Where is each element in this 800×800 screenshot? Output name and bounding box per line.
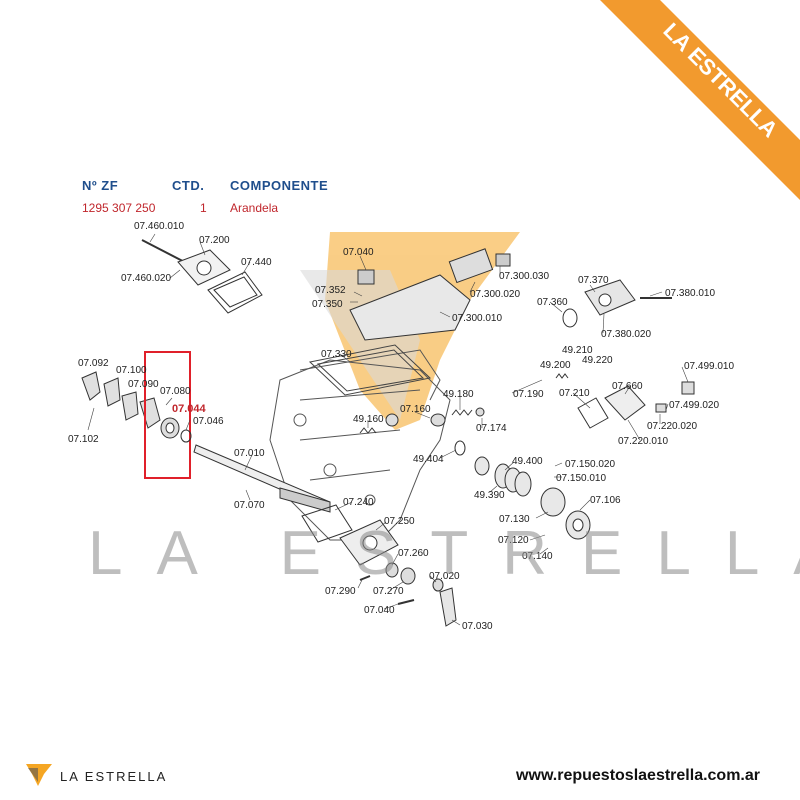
label-07102: 07.102: [68, 434, 99, 445]
part-labels: 07.460.010 07.200 07.460.020 07.440 07.0…: [68, 221, 734, 632]
valve-body-07370: [584, 279, 636, 316]
label-07160: 07.160: [400, 404, 431, 415]
label-07352: 07.352: [315, 285, 346, 296]
label-07350: 07.350: [312, 299, 343, 310]
label-07220010: 07.220.010: [618, 436, 668, 447]
label-49390: 49.390: [474, 490, 505, 501]
shift-block: [349, 248, 511, 341]
label-07070: 07.070: [234, 500, 265, 511]
bearings: [385, 562, 444, 592]
label-07080: 07.080: [160, 386, 191, 397]
main-shaft: [193, 444, 331, 513]
label-07090: 07.090: [128, 379, 159, 390]
label-07460020: 07.460.020: [121, 273, 171, 284]
label-07330: 07.330: [321, 349, 352, 360]
label-07140: 07.140: [522, 551, 553, 562]
label-07270: 07.270: [373, 586, 404, 597]
label-49220: 49.220: [582, 355, 613, 366]
label-49180: 49.180: [443, 389, 474, 400]
label-07044-highlight: 07.044: [172, 403, 207, 415]
label-07120: 07.120: [498, 535, 529, 546]
leader-lines: [87, 233, 689, 626]
label-07174: 07.174: [476, 423, 507, 434]
label-49210: 49.210: [562, 345, 593, 356]
label-07300030: 07.300.030: [499, 271, 549, 282]
label-07300010: 07.300.010: [452, 313, 502, 324]
label-07290: 07.290: [325, 586, 356, 597]
label-07240: 07.240: [343, 497, 374, 508]
brand-watermark: LA ESTRELLA: [88, 519, 800, 588]
gasket-07440: [207, 271, 263, 314]
footer-website-link[interactable]: www.repuestoslaestrella.com.ar: [516, 767, 760, 784]
label-07360: 07.360: [537, 297, 568, 308]
label-07200: 07.200: [199, 235, 230, 246]
label-07440: 07.440: [241, 257, 272, 268]
label-07250: 07.250: [384, 516, 415, 527]
label-07106: 07.106: [590, 495, 621, 506]
label-07380010: 07.380.010: [665, 288, 715, 299]
transmission-housing: [269, 349, 451, 541]
bottom-cover: [301, 504, 399, 566]
label-07300020: 07.300.020: [470, 289, 520, 300]
cover-07220: [577, 385, 646, 429]
springs: [359, 373, 569, 434]
lever-07030: [439, 587, 457, 627]
clutch-disc-stack: [474, 456, 591, 540]
footer-brand: LA ESTRELLA: [60, 769, 168, 784]
label-07100: 07.100: [116, 365, 147, 376]
label-07260: 07.260: [398, 548, 429, 559]
component-value: Arandela: [230, 201, 279, 215]
part-number-value: 1295 307 250: [82, 201, 156, 215]
label-07020: 07.020: [429, 571, 460, 582]
header-quantity-label: CTD.: [172, 178, 205, 193]
label-07499010: 07.499.010: [684, 361, 734, 372]
cover-gasket: [308, 344, 432, 396]
label-49404: 49.404: [413, 454, 444, 465]
bolt-07040: [397, 599, 415, 605]
label-49200: 49.200: [540, 360, 571, 371]
header-component-label: COMPONENTE: [230, 178, 329, 193]
label-07370: 07.370: [578, 275, 609, 286]
pistons: [385, 407, 485, 427]
bolt-07290: [359, 575, 371, 581]
label-07460010: 07.460.010: [134, 221, 184, 232]
label-07380020: 07.380.020: [601, 329, 651, 340]
label-07210: 07.210: [559, 388, 590, 399]
label-07499020: 07.499.020: [669, 400, 719, 411]
label-07150020: 07.150.020: [565, 459, 615, 470]
washer-07044: [160, 417, 180, 439]
label-07190: 07.190: [513, 389, 544, 400]
ring-49404: [454, 440, 466, 456]
label-49160: 49.160: [353, 414, 384, 425]
highlight-box: [144, 351, 191, 479]
header-part-number-label: Nº ZF: [82, 178, 119, 193]
label-07046: 07.046: [193, 416, 224, 427]
label-07220020: 07.220.020: [647, 421, 697, 432]
o-ring-07360: [562, 308, 578, 328]
label-07030: 07.030: [462, 621, 493, 632]
label-07040-bottom: 07.040: [364, 605, 395, 616]
label-07010: 07.010: [234, 448, 265, 459]
label-07130: 07.130: [499, 514, 530, 525]
label-07150010: 07.150.010: [556, 473, 606, 484]
label-07660: 07.660: [612, 381, 643, 392]
label-07092: 07.092: [78, 358, 109, 369]
cover-assembly: [141, 239, 231, 286]
quantity-value: 1: [200, 201, 207, 215]
footer-logo-icon: [26, 764, 52, 786]
label-49400: 49.400: [512, 456, 543, 467]
label-07040-top: 07.040: [343, 247, 374, 258]
